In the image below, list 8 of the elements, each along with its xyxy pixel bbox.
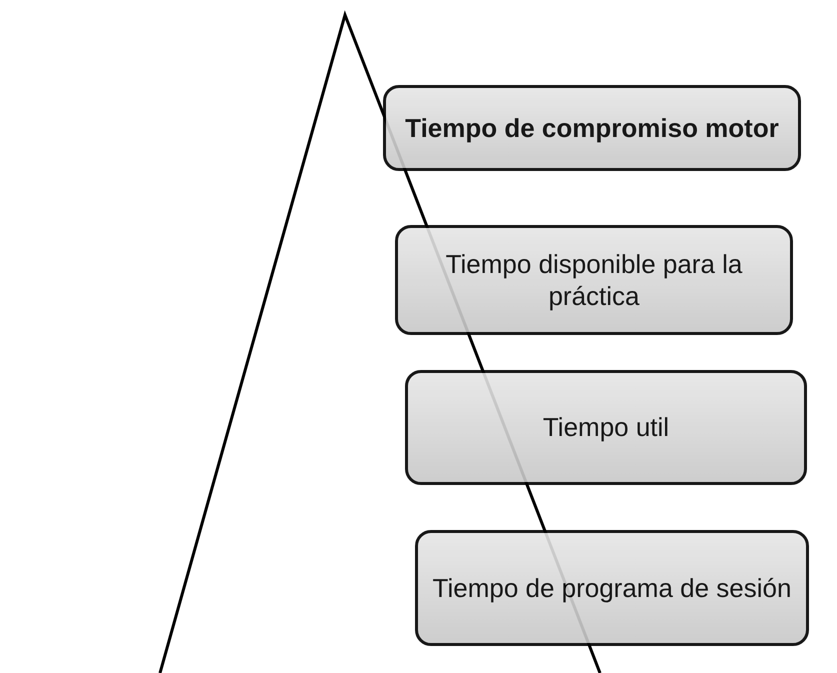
- level-label: Tiempo disponible para la práctica: [444, 248, 744, 312]
- level-box: [405, 370, 807, 485]
- level-box: [415, 530, 809, 646]
- level-box: [395, 225, 793, 335]
- level-label: Tiempo de programa de sesión: [432, 572, 792, 604]
- level-label: Tiempo de compromiso motor: [405, 112, 779, 144]
- level-box: [383, 85, 801, 171]
- level-label: Tiempo util: [542, 411, 670, 444]
